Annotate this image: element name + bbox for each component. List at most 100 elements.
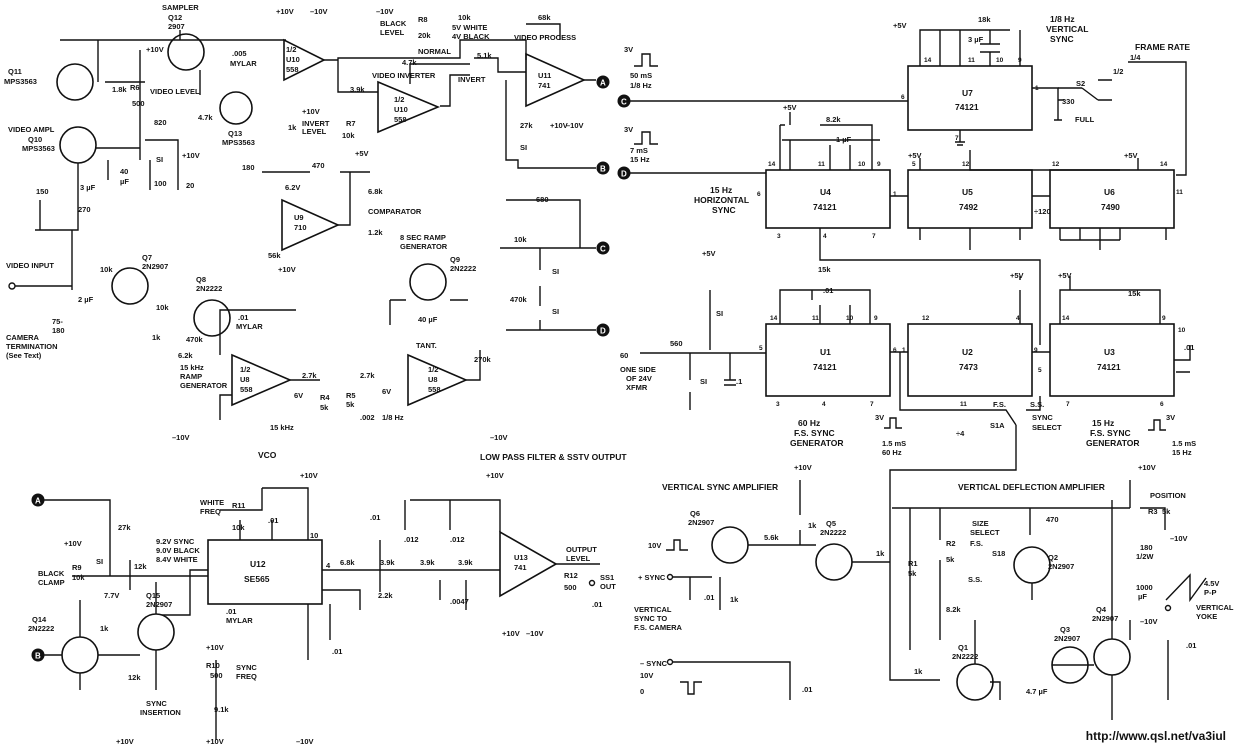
svg-text:F.S. CAMERA: F.S. CAMERA: [634, 623, 683, 632]
svg-text:14: 14: [1160, 161, 1168, 168]
svg-text:–10V: –10V: [1140, 617, 1158, 626]
svg-text:10k: 10k: [100, 265, 113, 274]
svg-text:U11: U11: [538, 71, 551, 80]
svg-text:3V: 3V: [875, 413, 884, 422]
svg-text:1.5 mS: 1.5 mS: [882, 439, 906, 448]
video-ampl-label: VIDEO AMPL: [8, 125, 55, 134]
svg-text:P-P: P-P: [1204, 588, 1217, 597]
svg-text:15 kHz: 15 kHz: [180, 363, 204, 372]
output-level-label: OUTPUT: [566, 545, 597, 554]
svg-text:40 µF: 40 µF: [418, 315, 438, 324]
svg-text:MYLAR: MYLAR: [230, 59, 257, 68]
svg-text:Q1: Q1: [958, 643, 968, 652]
svg-text:Q5: Q5: [826, 519, 836, 528]
svg-text:0: 0: [640, 687, 644, 696]
svg-text:27k: 27k: [118, 523, 131, 532]
svg-text:CAMERA: CAMERA: [6, 333, 39, 342]
svg-text:7.7V: 7.7V: [104, 591, 119, 600]
svg-text:U13: U13: [514, 553, 528, 562]
svg-text:LEVEL: LEVEL: [302, 127, 327, 136]
position-label: POSITION: [1150, 491, 1186, 500]
svg-text:2N2222: 2N2222: [28, 624, 54, 633]
svg-text:1/8 Hz: 1/8 Hz: [1050, 14, 1075, 24]
svg-text:6.8k: 6.8k: [368, 187, 383, 196]
video-inverter-label: VIDEO INVERTER: [372, 71, 436, 80]
svg-text:SI: SI: [552, 307, 559, 316]
svg-text:12k: 12k: [134, 562, 147, 571]
svg-text:470: 470: [1046, 515, 1059, 524]
svg-text:–10V: –10V: [1170, 534, 1188, 543]
svg-text:SYNC TO: SYNC TO: [634, 614, 667, 623]
svg-text:3.9k: 3.9k: [458, 558, 473, 567]
svg-text:2N2907: 2N2907: [1048, 562, 1074, 571]
svg-text:R1: R1: [908, 559, 918, 568]
svg-text:4: 4: [822, 401, 826, 408]
svg-text:.01: .01: [332, 647, 342, 656]
svg-text:SELECT: SELECT: [970, 528, 1000, 537]
svg-text:10k: 10k: [514, 235, 527, 244]
one-side-label: ONE SIDE: [620, 365, 656, 374]
svg-text:2N2222: 2N2222: [820, 528, 846, 537]
svg-text:+10V: +10V: [206, 643, 224, 652]
svg-text:2N2222: 2N2222: [450, 264, 476, 273]
svg-text:20k: 20k: [418, 31, 431, 40]
svg-text:.005: .005: [232, 49, 247, 58]
video-process-label: VIDEO PROCESS: [514, 33, 576, 42]
svg-text:15 Hz: 15 Hz: [630, 155, 650, 164]
svg-text:2.7k: 2.7k: [360, 371, 375, 380]
size-select-label: SIZE: [972, 519, 989, 528]
svg-text:MYLAR: MYLAR: [226, 616, 253, 625]
svg-text:3: 3: [777, 233, 781, 240]
svg-text:µF: µF: [1138, 592, 1147, 601]
svg-text:6.8k: 6.8k: [340, 558, 355, 567]
source-url[interactable]: http://www.qsl.net/va3iul: [1085, 729, 1226, 743]
svg-text:–10V: –10V: [490, 433, 508, 442]
svg-text:Q9: Q9: [450, 255, 460, 264]
svg-text:SYNC: SYNC: [1050, 34, 1074, 44]
svg-text:12: 12: [922, 315, 930, 322]
connector-c-mid: C: [596, 241, 610, 255]
svg-text:+10V: +10V: [486, 471, 504, 480]
plus-sync-label: + SYNC: [638, 573, 666, 582]
svg-text:.012: .012: [450, 535, 465, 544]
svg-text:9: 9: [1034, 347, 1038, 354]
svg-text:+10V: +10V: [278, 265, 296, 274]
svg-text:.01: .01: [370, 513, 380, 522]
svg-text:–10V: –10V: [526, 629, 544, 638]
svg-text:GENERATOR: GENERATOR: [1086, 438, 1140, 448]
svg-text:1/2: 1/2: [286, 45, 296, 54]
svg-text:+10V: +10V: [1138, 463, 1156, 472]
svg-text:2.7k: 2.7k: [302, 371, 317, 380]
svg-text:1: 1: [893, 191, 897, 198]
svg-text:6: 6: [1160, 401, 1164, 408]
svg-text:4.7k: 4.7k: [402, 58, 417, 67]
svg-text:.01: .01: [268, 516, 278, 525]
video-input-label: VIDEO INPUT: [6, 261, 54, 270]
svg-text:10k: 10k: [458, 13, 471, 22]
svg-text:6: 6: [901, 94, 905, 101]
svg-text:CLAMP: CLAMP: [38, 578, 65, 587]
svg-text:+10V: +10V: [206, 737, 224, 746]
svg-text:11: 11: [960, 401, 967, 408]
svg-text:VERTICAL: VERTICAL: [1046, 24, 1089, 34]
waveform-annotations: 3V 50 mS 1/8 Hz 3V 7 mS 15 Hz 3V 1.5 mS …: [624, 45, 1196, 457]
svg-text:7 mS: 7 mS: [630, 146, 648, 155]
svg-text:(See Text): (See Text): [6, 351, 42, 360]
svg-text:741: 741: [538, 81, 551, 90]
svg-text:.01: .01: [704, 593, 714, 602]
svg-text:74121: 74121: [955, 102, 979, 112]
svg-text:U5: U5: [962, 187, 973, 197]
svg-text:LEVEL: LEVEL: [566, 554, 591, 563]
svg-text:4.5V: 4.5V: [1204, 579, 1219, 588]
svg-text:14: 14: [770, 315, 778, 322]
svg-text:15 Hz: 15 Hz: [710, 185, 732, 195]
svg-text:SI: SI: [156, 155, 163, 164]
svg-text:74121: 74121: [813, 202, 837, 212]
u7-block: U7 74121 14 11 10 9 6 1 7 +5V 18k 3 µF 3…: [630, 14, 1190, 146]
svg-text:U1: U1: [820, 347, 831, 357]
svg-text:68k: 68k: [538, 13, 551, 22]
svg-text:12: 12: [962, 161, 970, 168]
svg-text:3.9k: 3.9k: [380, 558, 395, 567]
svg-text:GENERATOR: GENERATOR: [790, 438, 844, 448]
svg-text:1/2: 1/2: [428, 365, 438, 374]
